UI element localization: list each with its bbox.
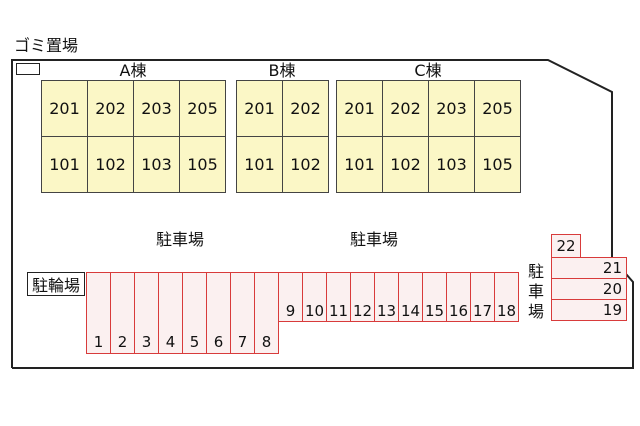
parking-stall: 3: [134, 272, 159, 354]
parking-stall: 18: [494, 272, 519, 322]
parking-stall: 9: [278, 272, 303, 322]
parking-stall: 16: [446, 272, 471, 322]
parking-stall: 13: [374, 272, 399, 322]
parking-label-right-char: 駐: [527, 262, 544, 281]
parking-stall: 20: [551, 278, 627, 300]
unit: 101: [336, 136, 383, 193]
parking-stall: 11: [326, 272, 351, 322]
parking-stall: 12: [350, 272, 375, 322]
unit: 201: [236, 80, 283, 137]
parking-stall: 15: [422, 272, 447, 322]
building-label: B棟: [268, 61, 296, 80]
garbage-area-box: [16, 63, 40, 75]
parking-label-right: 駐 車 場: [527, 262, 545, 322]
parking-stall: 21: [551, 257, 627, 279]
parking-stall: 8: [254, 272, 279, 354]
unit: 105: [179, 136, 226, 193]
parking-label-right-char: 車: [527, 282, 544, 301]
parking-stall: 1: [86, 272, 111, 354]
unit: 205: [179, 80, 226, 137]
building-label: C棟: [414, 61, 442, 80]
unit: 201: [336, 80, 383, 137]
unit: 202: [282, 80, 329, 137]
unit: 202: [87, 80, 134, 137]
parking-stall: 2: [110, 272, 135, 354]
unit: 103: [428, 136, 475, 193]
unit: 105: [474, 136, 521, 193]
parking-label-center: 駐車場: [350, 230, 399, 249]
parking-stall: 19: [551, 299, 627, 321]
unit: 103: [133, 136, 180, 193]
unit: 203: [133, 80, 180, 137]
parking-stall: 4: [158, 272, 183, 354]
parking-stall: 10: [302, 272, 327, 322]
unit: 101: [236, 136, 283, 193]
building-label: A棟: [119, 61, 147, 80]
parking-label-right-char: 場: [527, 302, 544, 321]
unit: 102: [382, 136, 429, 193]
parking-stall: 6: [206, 272, 231, 354]
garbage-area-label: ゴミ置場: [14, 36, 79, 55]
parking-stall: 17: [470, 272, 495, 322]
bicycle-parking: 駐輪場: [27, 272, 85, 296]
unit: 205: [474, 80, 521, 137]
parking-stall: 5: [182, 272, 207, 354]
parking-stall: 22: [551, 234, 581, 258]
parking-label-left: 駐車場: [156, 230, 205, 249]
unit: 203: [428, 80, 475, 137]
parking-stall: 7: [230, 272, 255, 354]
unit: 201: [41, 80, 88, 137]
unit: 202: [382, 80, 429, 137]
parking-stall: 14: [398, 272, 423, 322]
unit: 101: [41, 136, 88, 193]
unit: 102: [282, 136, 329, 193]
unit: 102: [87, 136, 134, 193]
